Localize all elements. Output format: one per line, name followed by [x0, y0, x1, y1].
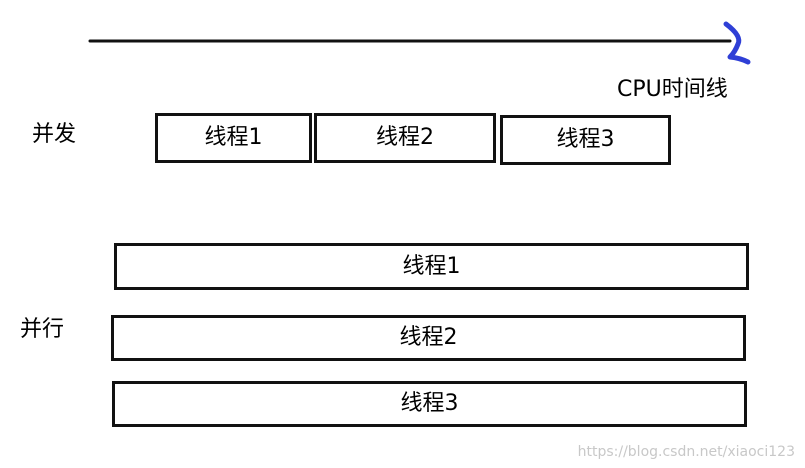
concurrency-thread-2: 线程2 [314, 113, 496, 163]
timeline-label: CPU时间线 [617, 77, 728, 102]
parallel-title: 并行 [20, 317, 65, 342]
concurrency-thread-3: 线程3 [500, 115, 671, 165]
watermark-text: https://blog.csdn.net/xiaoci123 [577, 444, 795, 460]
parallel-thread-3: 线程3 [112, 381, 747, 427]
concurrency-title: 并发 [32, 122, 77, 147]
parallel-thread-2: 线程2 [111, 315, 746, 361]
concurrency-thread-1: 线程1 [155, 113, 312, 163]
parallel-thread-1: 线程1 [114, 243, 749, 290]
timeline-arrowhead-icon [723, 21, 751, 65]
